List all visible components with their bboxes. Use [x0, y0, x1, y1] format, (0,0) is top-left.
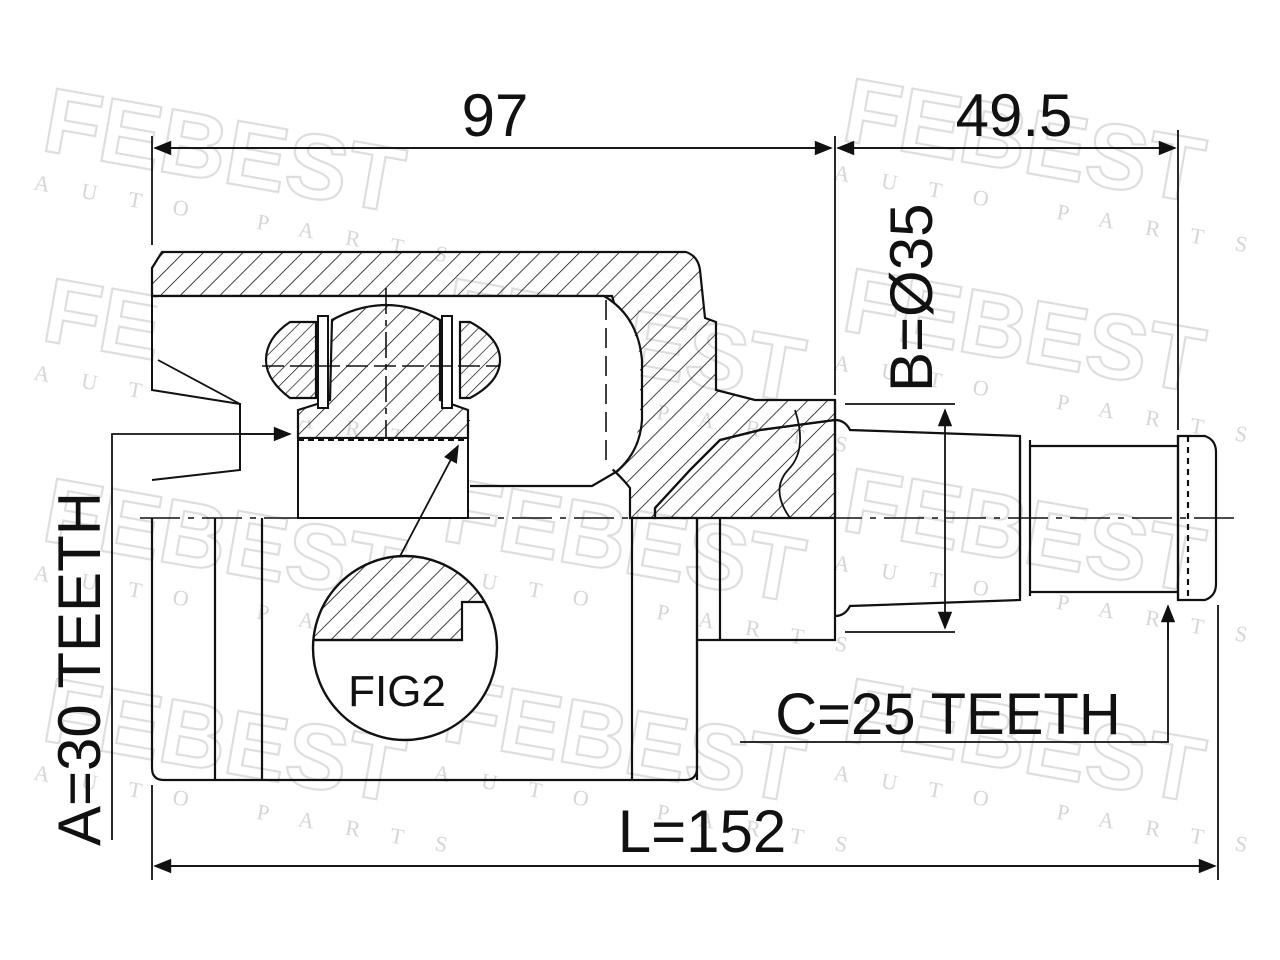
dimension-inner-splines: A=30 TEETH	[46, 492, 113, 846]
dimension-lines	[111, 130, 1219, 880]
dimension-97: 97	[462, 82, 529, 149]
dimension-shaft-diameter: B=Ø35	[878, 204, 945, 392]
fig2-label: FIG2	[348, 667, 446, 716]
housing-body	[150, 518, 722, 782]
dimension-outer-splines: C=25 TEETH	[775, 682, 1120, 747]
dimension-49-5: 49.5	[956, 82, 1073, 149]
tripod-assembly	[262, 288, 502, 519]
stub-shaft	[720, 400, 1218, 642]
dimension-overall-length: L=152	[618, 798, 787, 865]
